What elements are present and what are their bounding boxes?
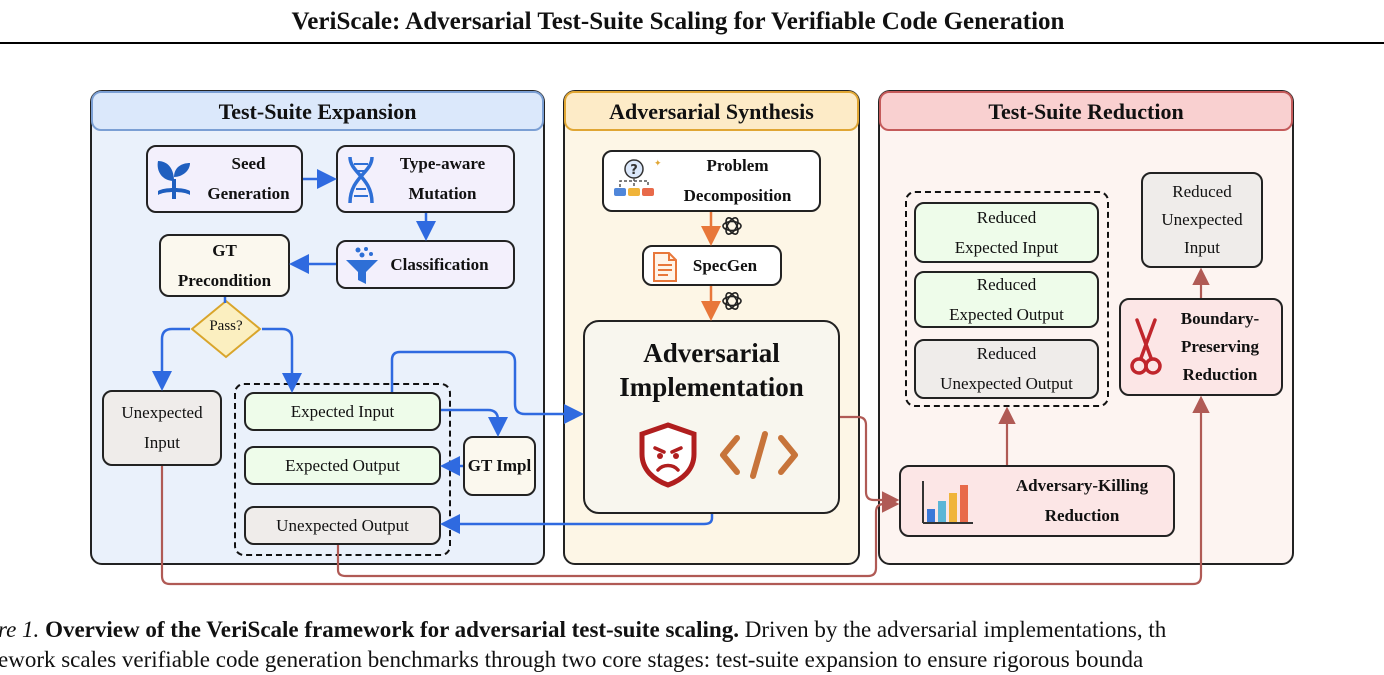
problem-decomposition-label: Problem Decomposition <box>683 156 792 205</box>
expansion-panel-title: Test-Suite Expansion <box>91 91 544 131</box>
scissors-icon <box>1129 318 1163 378</box>
gt-impl-box: GT Impl <box>463 436 536 496</box>
figure-caption: re 1. Overview of the VeriScale framewor… <box>0 615 1384 675</box>
pass-label: Pass? <box>209 318 243 334</box>
angry-shield-icon <box>637 422 699 488</box>
adversary-killing-reduction-box: Adversary-Killing Reduction <box>899 465 1175 537</box>
problem-decomposition-box: ? ✦ Problem Decomposition <box>602 150 821 212</box>
bar-chart-icon <box>921 479 975 525</box>
paper-title: VeriScale: Adversarial Test-Suite Scalin… <box>291 8 1065 35</box>
code-icon <box>719 430 799 480</box>
specgen-label: SpecGen <box>692 255 758 275</box>
classification-label: Classification <box>390 254 489 274</box>
reduced-unexpected-input-box: Reduced Unexpected Input <box>1141 172 1263 268</box>
unexpected-output-box: Unexpected Output <box>244 506 441 545</box>
pass-decision-diamond: Pass? <box>190 299 262 359</box>
caption-label: re 1. <box>0 617 40 642</box>
reduction-panel-title: Test-Suite Reduction <box>879 91 1293 131</box>
expected-output-box: Expected Output <box>244 446 441 485</box>
reduced-expected-output-box: Reduced Expected Output <box>914 271 1099 328</box>
caption-rest: Driven by the adversarial implementation… <box>744 617 1167 642</box>
funnel-icon <box>344 246 380 286</box>
type-aware-mutation-box: Type-aware Mutation <box>336 145 515 213</box>
boundary-preserving-reduction-label: Boundary- Preserving Reduction <box>1180 309 1260 384</box>
adversary-killing-reduction-label: Adversary-Killing Reduction <box>1015 476 1149 525</box>
reduced-expected-input-box: Reduced Expected Input <box>914 202 1099 263</box>
reduced-unexpected-output-box: Reduced Unexpected Output <box>914 339 1099 399</box>
title-rule <box>0 42 1384 44</box>
caption-bold: Overview of the VeriScale framework for … <box>45 617 739 642</box>
svg-text:?: ? <box>630 163 638 178</box>
synthesis-panel-title: Adversarial Synthesis <box>564 91 859 131</box>
gt-precondition-box: GT Precondition <box>159 234 290 297</box>
adversarial-implementation-box: Adversarial Implementation <box>583 320 840 514</box>
expected-input-box: Expected Input <box>244 392 441 431</box>
adversarial-implementation-label: Adversarial Implementation <box>619 338 804 402</box>
caption-line-1: re 1. Overview of the VeriScale framewor… <box>0 615 1384 645</box>
dna-icon <box>344 155 378 205</box>
unexpected-input-box: Unexpected Input <box>102 390 222 466</box>
openai-icon <box>720 289 744 313</box>
question-tree-icon: ? ✦ <box>610 157 662 207</box>
svg-text:✦: ✦ <box>654 159 662 169</box>
document-icon <box>652 251 678 283</box>
seed-generation-box: Seed Generation <box>146 145 303 213</box>
sprout-icon <box>154 157 194 201</box>
boundary-preserving-reduction-box: Boundary- Preserving Reduction <box>1119 298 1283 396</box>
caption-line-2: ework scales verifiable code generation … <box>0 647 1144 672</box>
seed-generation-label: Seed Generation <box>207 154 290 203</box>
specgen-box: SpecGen <box>642 245 782 286</box>
classification-box: Classification <box>336 240 515 289</box>
openai-icon <box>720 214 744 238</box>
type-aware-mutation-label: Type-aware Mutation <box>399 154 486 203</box>
